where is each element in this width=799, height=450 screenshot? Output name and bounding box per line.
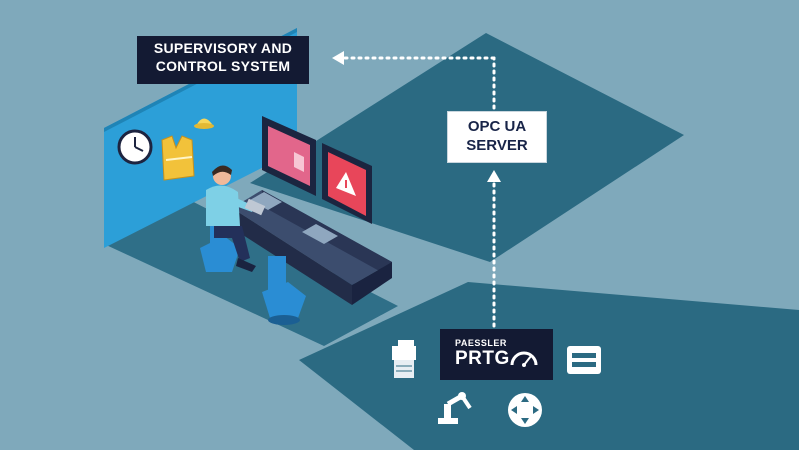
prtg-to-opc-arrow	[487, 170, 501, 328]
opc-ua-server-label: OPC UA SERVER	[447, 111, 547, 163]
supervisory-label-line-1: SUPERVISORY AND	[153, 40, 293, 56]
prtg-brand-text: PAESSLER	[455, 338, 507, 348]
warning-triangle-icon	[322, 143, 372, 224]
paessler-prtg-logo: PAESSLER PRTG	[440, 329, 553, 380]
dashboard-screen-icon	[262, 116, 316, 275]
hard-hat-icon	[194, 118, 214, 129]
robot-arm-icon	[438, 392, 472, 424]
operator-figure	[206, 165, 266, 272]
gauge-icon	[510, 351, 538, 367]
prtg-product-text: PRTG	[455, 348, 510, 369]
opc-label-line-1: OPC UA	[467, 118, 527, 135]
control-console	[232, 190, 392, 305]
server-icon	[567, 346, 601, 374]
router-icon	[508, 393, 542, 427]
supervisory-control-system-label: SUPERVISORY AND CONTROL SYSTEM	[137, 36, 309, 84]
safety-vest-icon	[161, 135, 195, 181]
supervisory-label-line-2: CONTROL SYSTEM	[155, 57, 291, 74]
clock-icon	[117, 129, 153, 165]
opc-label-line-2: SERVER	[466, 136, 528, 154]
printer-icon	[392, 340, 416, 378]
opc-to-scada-arrow	[332, 51, 496, 110]
empty-chair	[262, 256, 306, 325]
